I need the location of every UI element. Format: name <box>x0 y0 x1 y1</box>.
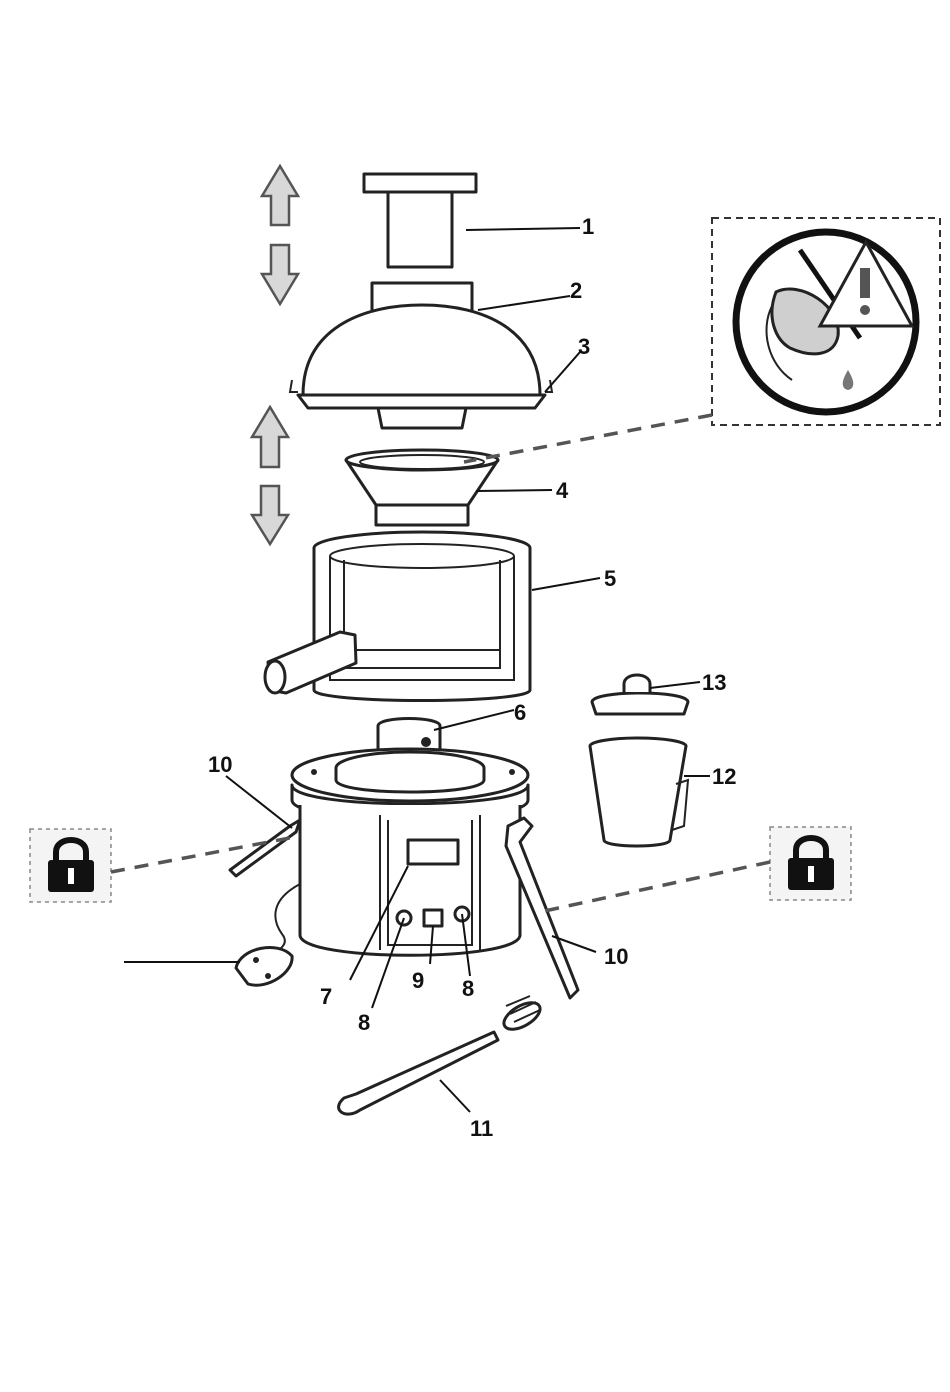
callout-11: 11 <box>470 1116 493 1141</box>
callout-dashed-line <box>464 415 712 462</box>
juice-collector <box>265 532 530 701</box>
callout-10-right: 10 <box>604 944 628 969</box>
juice-jug <box>590 738 688 846</box>
drive-coupling <box>378 719 440 753</box>
juice-jug-lid <box>592 675 688 714</box>
callout-1: 1 <box>582 214 594 239</box>
callout-13: 13 <box>702 670 726 695</box>
pusher <box>364 174 476 267</box>
callout-10-left: 10 <box>208 752 232 777</box>
power-cord <box>236 884 300 985</box>
callout-7: 7 <box>320 984 332 1009</box>
callout-dashed-line <box>540 862 770 912</box>
callout-12: 12 <box>712 764 736 789</box>
callout-9: 9 <box>412 968 424 993</box>
callout-8-left: 8 <box>358 1010 370 1035</box>
motor-base <box>292 749 528 955</box>
callout-4: 4 <box>556 478 569 503</box>
callout-2: 2 <box>570 278 582 303</box>
callout-5: 5 <box>604 566 616 591</box>
up-down-arrow-icon <box>252 407 288 544</box>
up-down-arrow-icon <box>262 166 298 304</box>
callout-3: 3 <box>578 334 590 359</box>
callout-6: 6 <box>514 700 526 725</box>
callout-8-right: 8 <box>462 976 474 1001</box>
hand-blade-prohibition-icon <box>736 232 916 412</box>
